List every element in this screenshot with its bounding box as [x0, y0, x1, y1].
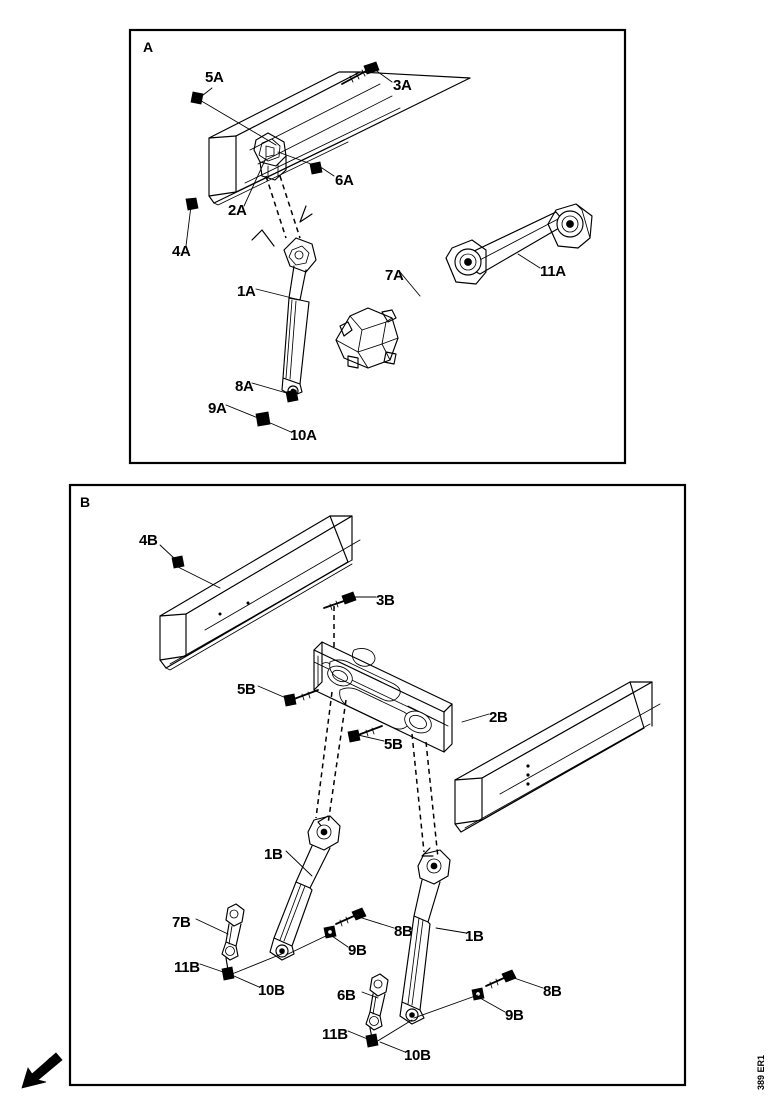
- torque-rod-bracket-7a: [335, 307, 399, 369]
- callout-7b: 7B: [172, 914, 191, 931]
- callout-3b: 3B: [376, 592, 395, 609]
- assembly-arrow-a2: [299, 205, 313, 223]
- assembly-dashed-lines-b: [315, 606, 439, 859]
- forward-direction-arrow: [21, 1052, 63, 1089]
- fastener-link-lines-b: [231, 933, 479, 1043]
- callout-5a-top: 5A: [205, 69, 224, 86]
- callout-10b-left: 10B: [258, 982, 285, 999]
- bolt-5a-upper: [190, 91, 204, 105]
- callout-11b-left: 11B: [174, 959, 200, 976]
- callout-11a: 11A: [540, 263, 566, 280]
- mount-link-6b: [365, 973, 389, 1039]
- bolt-5b-right: [347, 725, 383, 743]
- callout-9b-left: 9B: [348, 942, 367, 959]
- callout-1b-right: 1B: [465, 928, 484, 945]
- panel-a-tag: A: [143, 39, 153, 55]
- panel-a-frame: [128, 28, 627, 465]
- assembly-arrow-a1: [251, 229, 275, 247]
- panel-a-group: A 5A 3A 6A 2A 4A 1A 7A 11A 8A 9A 10A: [128, 28, 627, 465]
- bolt-3b: [323, 591, 357, 611]
- center-bracket-2b: [313, 641, 453, 753]
- callout-8b-right: 8B: [543, 983, 562, 1000]
- callout-6a: 6A: [335, 172, 354, 189]
- frame-rail-b-left: [159, 515, 361, 671]
- panel-b-frame: [68, 483, 687, 1087]
- callout-1b-left: 1B: [264, 846, 283, 863]
- frame-rail-b-right: [454, 681, 661, 833]
- callout-1a: 1A: [237, 283, 256, 300]
- shock-absorber-1a: [281, 237, 317, 399]
- callout-7a: 7A: [385, 267, 404, 284]
- assembly-dashed-lines-a: [265, 175, 301, 239]
- nut-4a: [185, 197, 199, 211]
- fasteners-right-b: [471, 969, 517, 1001]
- shock-absorber-1b-left: [269, 815, 341, 961]
- torque-rod-11a: [445, 203, 593, 285]
- panel-b-group: B 4B 3B 5B 2B 5B 1B 7B 8B 1B 9B 11B 10B …: [68, 483, 687, 1087]
- svg-text:389 ER1: 389 ER1: [756, 1055, 766, 1090]
- callout-10b-right: 10B: [404, 1047, 431, 1064]
- sheet-code: 389 ER1: [756, 1055, 766, 1090]
- callout-2b: 2B: [489, 709, 508, 726]
- leaders-panel-b: [159, 544, 544, 1053]
- callout-8a: 8A: [235, 378, 254, 395]
- bolt-6a: [309, 161, 323, 175]
- nuts-11b-10b: [221, 966, 379, 1048]
- panel-b-tag: B: [80, 494, 90, 510]
- callout-2a: 2A: [228, 202, 247, 219]
- callout-8b-left: 8B: [394, 923, 413, 940]
- callout-9a: 9A: [208, 400, 227, 417]
- bolt-5b-left: [283, 689, 319, 707]
- callout-3a: 3A: [393, 77, 412, 94]
- callout-5b-right: 5B: [384, 736, 403, 753]
- callout-6b: 6B: [337, 987, 356, 1004]
- callout-4b: 4B: [139, 532, 158, 549]
- bolt-3a: [341, 61, 380, 85]
- callout-4a: 4A: [172, 243, 191, 260]
- fasteners-left-b: [323, 907, 367, 939]
- callout-5b-left: 5B: [237, 681, 256, 698]
- callout-9b-right: 9B: [505, 1007, 524, 1024]
- mount-link-7b: [221, 903, 245, 971]
- callout-10a: 10A: [290, 427, 317, 444]
- upper-bracket-2a: [253, 132, 287, 181]
- leaders-panel-a: [185, 68, 541, 433]
- fasteners-lower-a: [255, 389, 299, 427]
- callout-11b-right: 11B: [322, 1026, 348, 1043]
